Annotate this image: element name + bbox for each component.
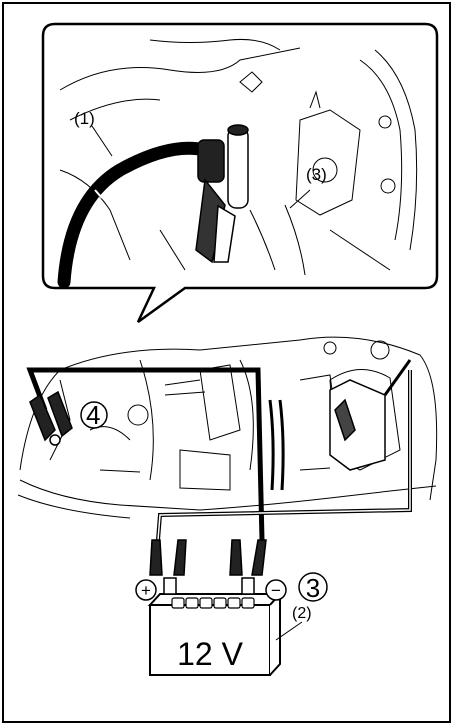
battery-voltage-label: 12 V bbox=[177, 636, 243, 672]
step-four-marker: 4 bbox=[86, 400, 100, 430]
cable-callout: (1) bbox=[74, 109, 95, 128]
donor-battery: 12 V bbox=[150, 540, 280, 675]
ground-point-callout: (3) bbox=[306, 165, 327, 184]
zoom-inset: (1) (3) bbox=[43, 24, 437, 322]
engine-cable-clamps bbox=[30, 392, 72, 445]
step-three-marker: 3 bbox=[306, 573, 320, 603]
vehicle-battery bbox=[330, 380, 385, 470]
battery-callout: (2) bbox=[292, 605, 312, 622]
positive-symbol: + bbox=[141, 581, 151, 600]
negative-symbol: − bbox=[271, 581, 281, 600]
